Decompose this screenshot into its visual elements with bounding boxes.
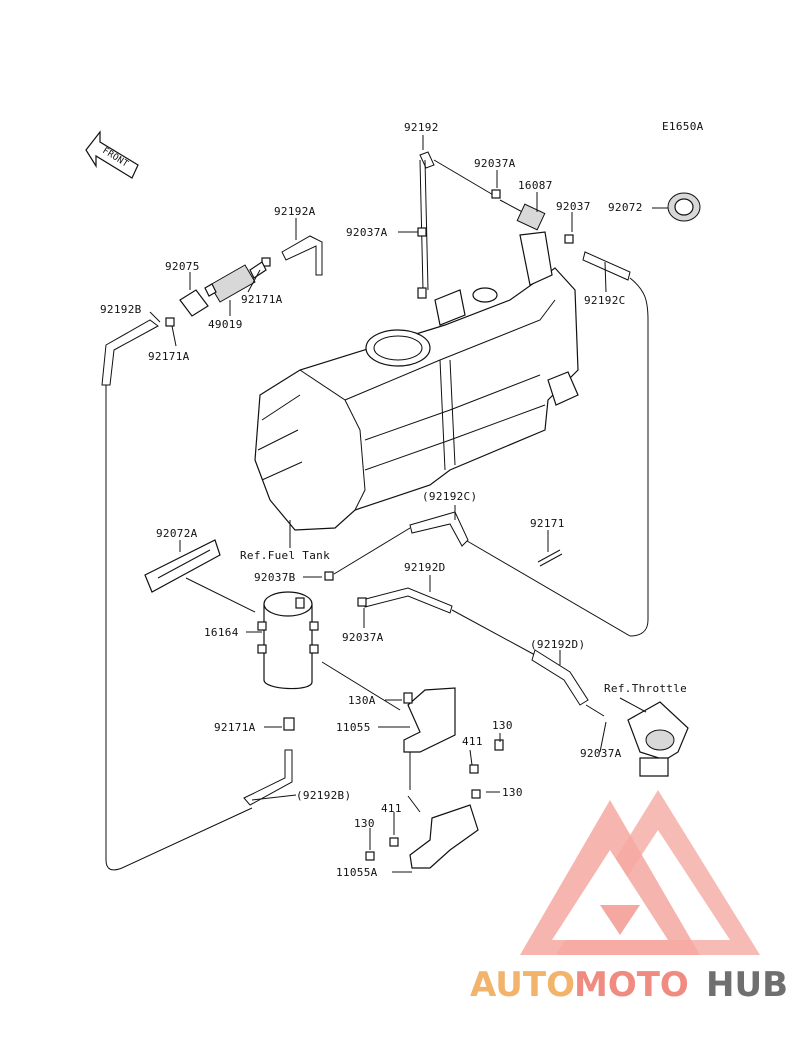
label-92192C: 92192C [584,294,626,307]
label-92192B: 92192B [100,303,142,316]
label-92171A-1: 92171A [241,293,283,306]
label-11055: 11055 [336,721,371,734]
label-130-3: 130 [354,817,375,830]
diagram-code: E1650A [662,120,704,133]
strap-92072A [144,539,221,593]
bracket-11055 [403,687,456,753]
label-130-2: 130 [502,786,523,799]
canister-16164 [257,591,319,690]
leader-lines [149,135,668,873]
valve-16087 [417,189,574,299]
watermark-logo-icon [520,790,760,955]
label-92037B: 92037B [254,571,296,584]
label-411-1: 411 [462,735,483,748]
watermark-moto: MOTO [574,965,689,1005]
label-16087: 16087 [518,179,553,192]
label-ref-fuel-tank: Ref.Fuel Tank [240,549,330,562]
label-92037: 92037 [556,200,591,213]
bracket-11055A [365,739,504,869]
label-49019: 49019 [208,318,243,331]
fuel-tank [254,231,579,531]
label-92171A-3: 92171A [214,721,256,734]
front-arrow-icon: FRONT [85,130,139,179]
label-92192D-paren: (92192D) [530,638,585,651]
label-130-1: 130 [492,719,513,732]
hose-92192C [333,251,649,637]
label-ref-throttle: Ref.Throttle [604,682,687,695]
label-92075: 92075 [165,260,200,273]
fuel-filter-49019 [204,261,267,303]
label-92037A-mid: 92037A [342,631,384,644]
label-92037A-top: 92037A [474,157,516,170]
label-92192B-paren: (92192B) [296,789,351,802]
label-92037A-left: 92037A [346,226,388,239]
label-92192C-paren: (92192C) [422,490,477,503]
part-labels: E1650A 92192 92037A 16087 92037 92072 92… [100,120,704,879]
grommet-92072 [667,192,701,222]
watermark-auto: AUTO [470,965,575,1005]
watermark-text: AUTO MOTO HUB [470,965,788,1005]
label-92072: 92072 [608,201,643,214]
label-16164: 16164 [204,626,239,639]
label-92192D: 92192D [404,561,446,574]
vent-hose-92192 [419,151,529,291]
hose-92192D [324,571,605,717]
label-92192: 92192 [404,121,439,134]
label-92171A-2: 92171A [148,350,190,363]
hose-92192B [101,319,295,871]
watermark-hub: HUB [706,965,788,1005]
filter-holder-92075 [165,289,209,327]
hose-92192A [261,235,323,276]
label-92192A: 92192A [274,205,316,218]
label-411-2: 411 [381,802,402,815]
label-130A: 130A [348,694,376,707]
clip-92171 [537,549,563,567]
label-11055A: 11055A [336,866,378,879]
label-92037A-right: 92037A [580,747,622,760]
label-92171: 92171 [530,517,565,530]
label-92072A: 92072A [156,527,198,540]
throttle-body [627,701,689,777]
